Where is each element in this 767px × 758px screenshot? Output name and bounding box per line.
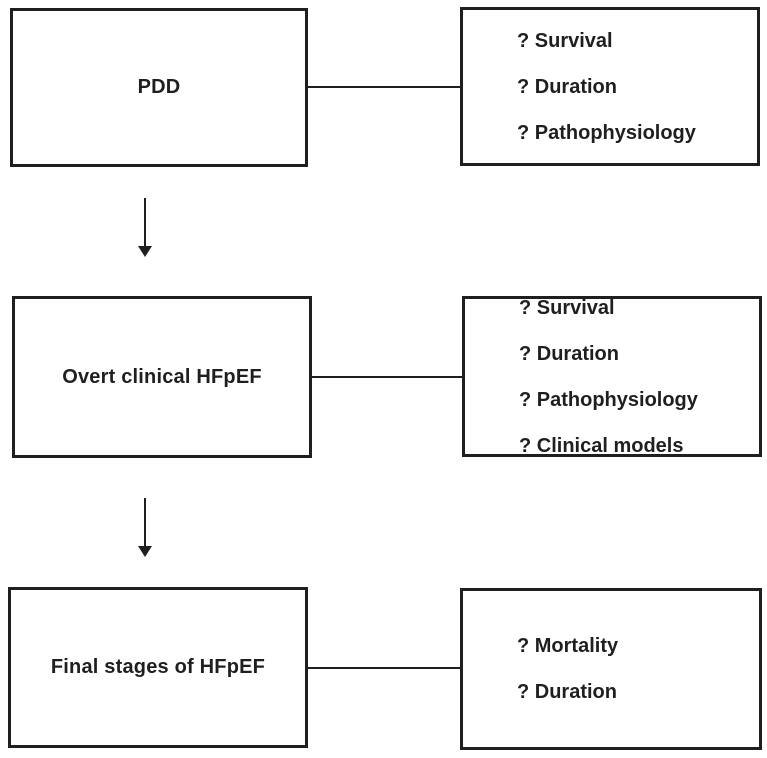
question-item: ? Duration (517, 681, 617, 703)
stage-box-pdd: PDD (10, 8, 308, 167)
stage-label: PDD (137, 76, 181, 98)
question-item: ? Pathophysiology (517, 121, 696, 144)
questions-box-pdd: ? Survival ? Duration ? Pathophysiology (460, 7, 760, 166)
question-item: ? Duration (519, 342, 619, 365)
question-item: ? Clinical models (519, 434, 684, 457)
question-item: ? Survival (519, 296, 615, 319)
connector-line-row3 (306, 667, 462, 669)
question-item: ? Mortality (517, 635, 619, 657)
arrow-shaft (144, 198, 146, 246)
question-item: ? Pathophysiology (519, 388, 698, 411)
arrow-head (138, 246, 152, 257)
question-item: ? Survival (517, 29, 613, 52)
connector-line-row2 (310, 376, 464, 378)
flow-arrow-down-2 (138, 498, 152, 557)
flow-arrow-down-1 (138, 198, 152, 257)
question-item: ? Duration (517, 75, 617, 98)
stage-box-overt-clinical-hfpef: Overt clinical HFpEF (12, 296, 312, 458)
arrow-head (138, 546, 152, 557)
arrow-shaft (144, 498, 146, 546)
stage-box-final-stages-hfpef: Final stages of HFpEF (8, 587, 308, 748)
stage-label: Overt clinical HFpEF (62, 365, 262, 388)
connector-line-row1 (306, 86, 462, 88)
questions-box-final-stages-hfpef: ? Mortality ? Duration (460, 588, 762, 750)
questions-box-overt-clinical-hfpef: ? Survival ? Duration ? Pathophysiology … (462, 296, 762, 457)
stage-label: Final stages of HFpEF (50, 656, 266, 678)
